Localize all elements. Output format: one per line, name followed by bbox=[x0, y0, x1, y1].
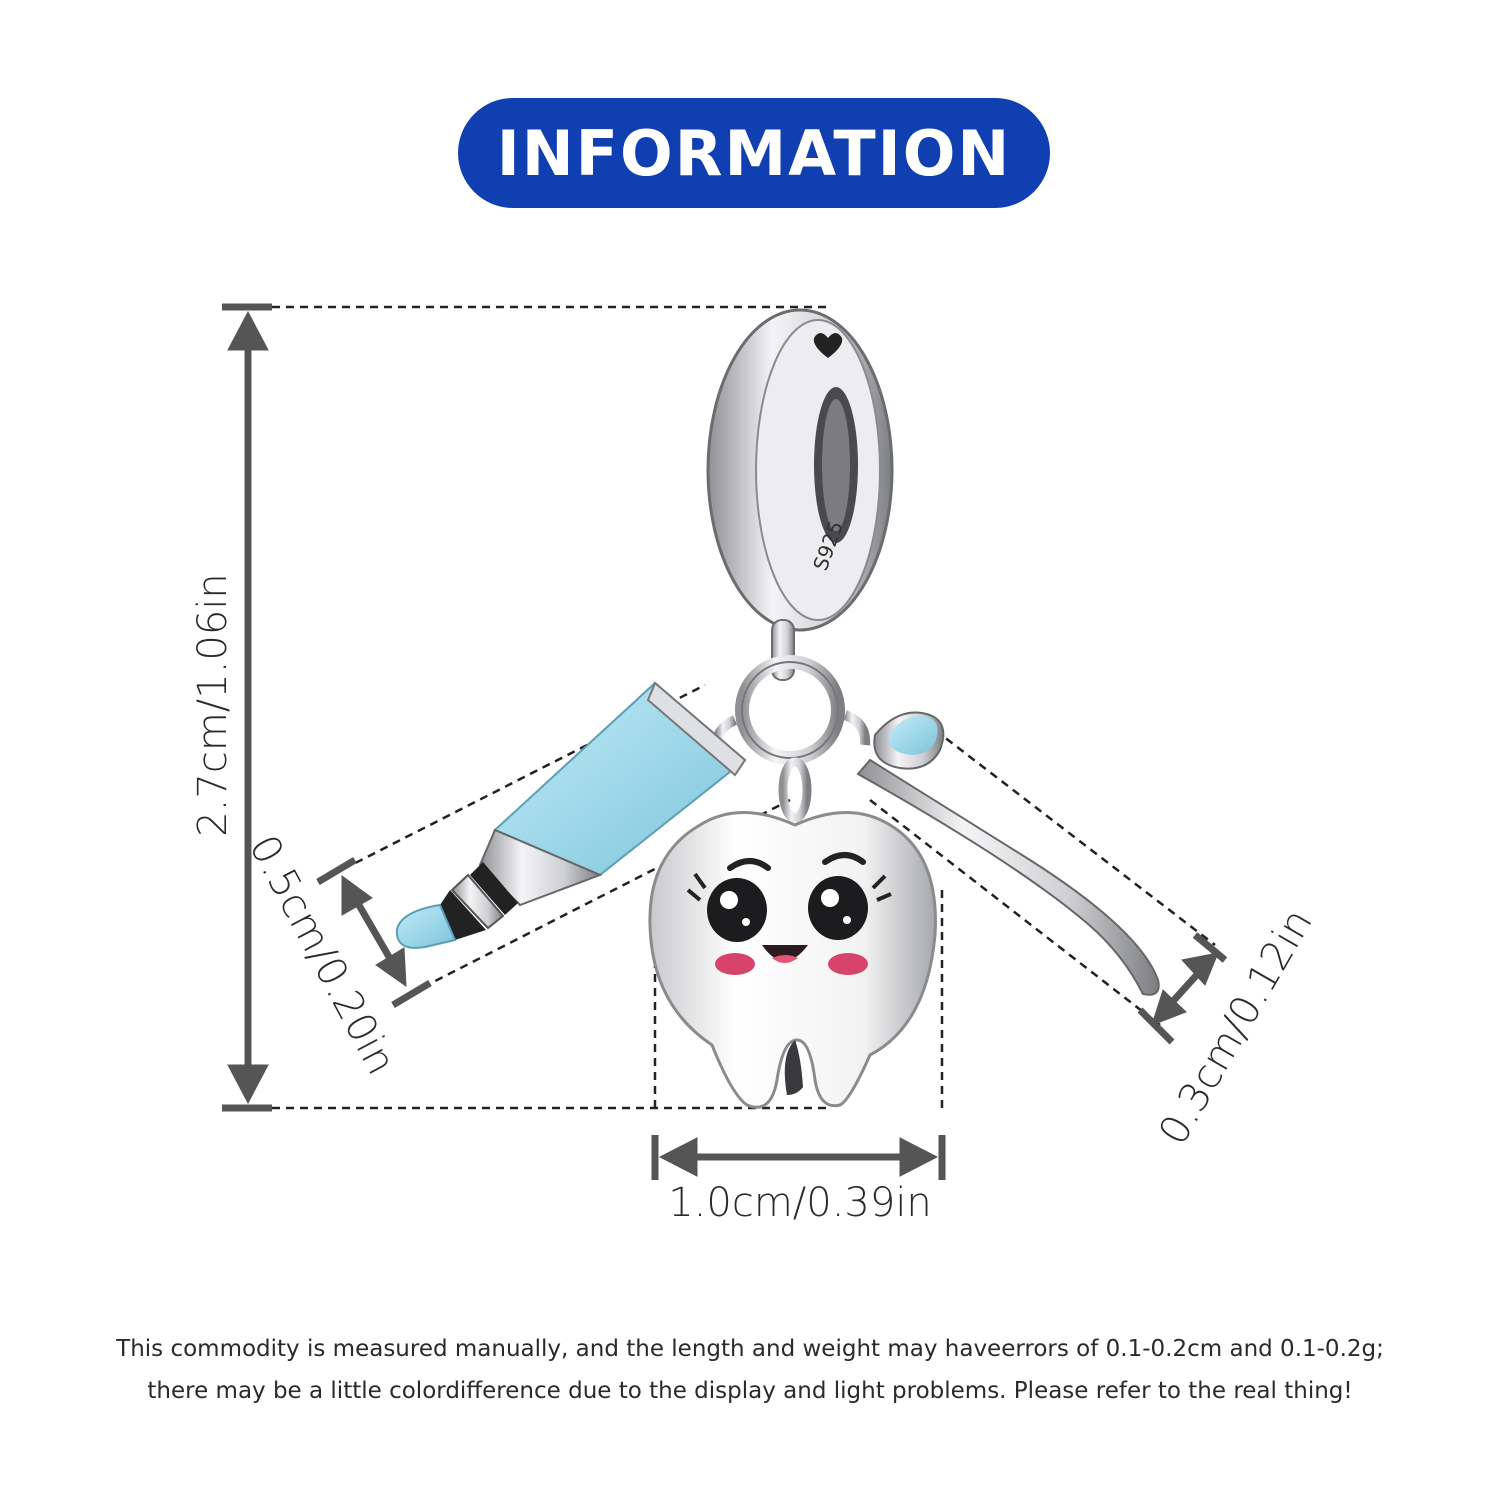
tooth-charm bbox=[648, 811, 937, 1109]
heart-icon bbox=[813, 333, 843, 358]
information-header: INFORMATION bbox=[458, 98, 1050, 208]
jump-ring bbox=[711, 619, 871, 823]
tube-dimension-arrow bbox=[316, 856, 432, 1009]
disclaimer-line-1: This commodity is measured manually, and… bbox=[116, 1336, 1384, 1362]
width-dimension-label: 1.0cm/0.39in bbox=[668, 1180, 932, 1226]
height-dimension-arrow bbox=[222, 303, 272, 1112]
disclaimer-line-2: there may be a little colordifference du… bbox=[147, 1378, 1353, 1404]
width-dimension-arrow bbox=[651, 1135, 946, 1180]
toothbrush bbox=[856, 711, 1160, 996]
brush-dimension-arrow bbox=[1137, 932, 1228, 1045]
header-title: INFORMATION bbox=[496, 116, 1012, 190]
height-dimension-label: 2.7cm/1.06in bbox=[190, 573, 236, 837]
toothpaste-tube bbox=[395, 681, 747, 949]
charm-bail: S925 bbox=[706, 308, 894, 632]
